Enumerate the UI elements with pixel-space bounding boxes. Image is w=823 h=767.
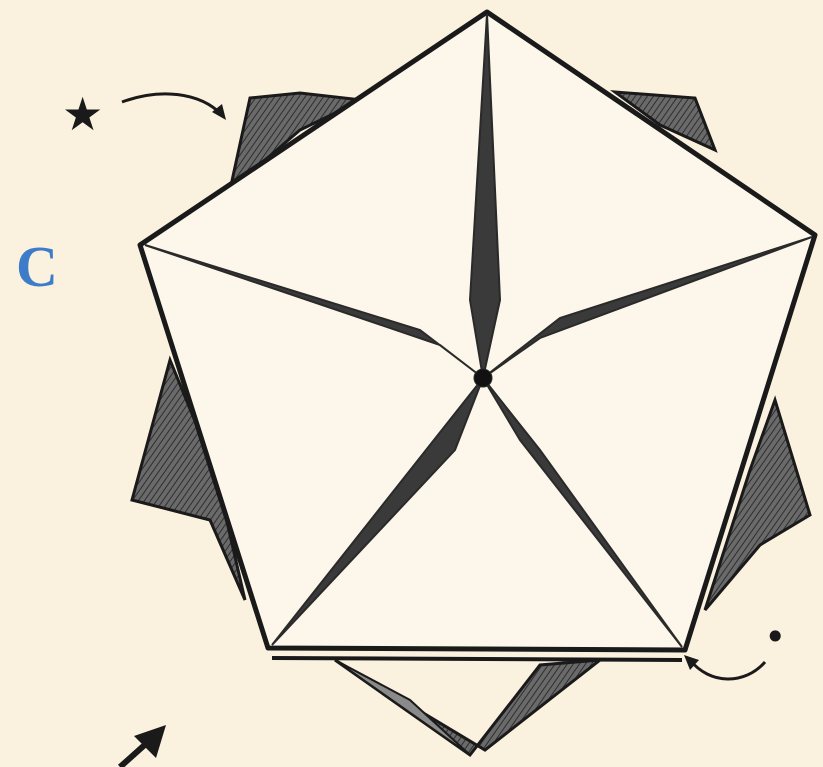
dot-marker: •	[764, 615, 786, 659]
dot-marker-group: •	[684, 615, 786, 679]
star-arrow	[122, 94, 222, 115]
flap-bottom	[335, 660, 600, 755]
flap-bottom-left	[335, 660, 470, 755]
center-point	[474, 369, 492, 387]
star-marker-group: ★	[62, 87, 226, 141]
bottom-edge-inner	[272, 658, 682, 660]
step-label: C	[16, 238, 58, 296]
dot-arrow	[690, 660, 765, 679]
bottom-arrow	[120, 725, 166, 767]
star-marker: ★	[62, 87, 103, 141]
